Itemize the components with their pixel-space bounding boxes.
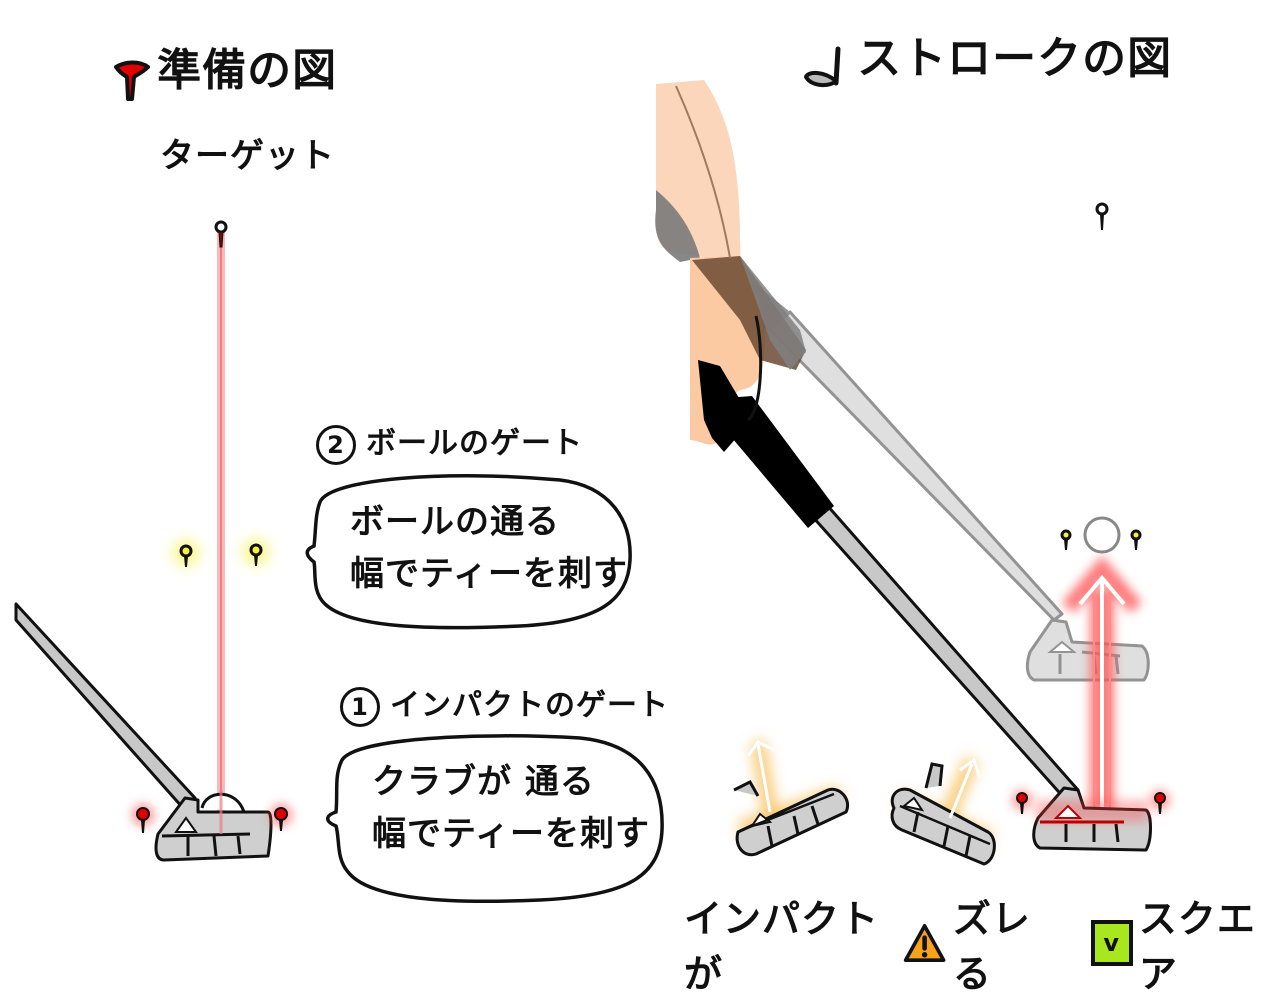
stroke-title-text: ストロークの図	[857, 33, 1173, 84]
step-2-badge: 2	[316, 424, 356, 465]
ball-gate-tee-right-stroke-left-icon	[1060, 529, 1072, 550]
ghost-ball-icon	[1083, 516, 1121, 554]
illustration-canvas	[14, 80, 1170, 904]
legend-good-label: スクエア	[1138, 897, 1256, 996]
target-tee-icon	[214, 220, 228, 248]
impact-gate-bubble	[326, 734, 664, 904]
ball-gate-heading: 2 ボールのゲート	[316, 418, 583, 465]
ball-gate-line-2: 幅でティーを刺す	[350, 554, 628, 594]
setup-title: 準備の図	[112, 34, 337, 103]
impact-gate-tee-stroke-left-icon	[1012, 790, 1032, 814]
impact-gate-heading: 1 インパクトのゲート	[340, 680, 669, 727]
impact-gate-tee-stroke-right-icon	[1150, 790, 1170, 814]
ball-gate-bubble-text: ボールの通る 幅でティーを刺す	[350, 496, 628, 600]
square-direction-arrow-icon	[1061, 555, 1143, 810]
ball-gate-bubble	[305, 474, 632, 630]
closed-face-putter-icon	[890, 757, 996, 866]
warning-icon	[903, 924, 946, 962]
impact-gate-line-1: クラブが 通る	[372, 762, 595, 802]
legend-bad-prefix: インパクトが	[684, 897, 880, 996]
check-mark: v	[1103, 929, 1121, 957]
stroke-title: ストロークの図	[800, 22, 1172, 93]
legend: インパクトが ズレる v スクエア	[684, 888, 1280, 998]
impact-gate-tee-right-icon	[270, 804, 292, 831]
impact-gate-line-2: 幅でティーを刺す	[372, 814, 650, 854]
ball-gate-tee-right-stroke-right-icon	[1130, 529, 1142, 550]
hands-grip-icon	[655, 80, 806, 452]
setup-putter-icon	[14, 602, 273, 862]
ball-gate-tee-right-icon	[243, 539, 269, 566]
impact-gate-label: インパクトのゲート	[390, 688, 669, 723]
ball-gate-label: ボールのゲート	[366, 426, 583, 461]
ball-gate-line-1: ボールの通る	[350, 502, 560, 542]
open-face-putter-icon	[733, 740, 849, 857]
step-1-badge: 1	[340, 686, 380, 727]
legend-bad-suffix: ズレる	[952, 897, 1031, 996]
ball-gate-tee-left-icon	[173, 540, 199, 567]
setup-title-text: 準備の図	[157, 45, 338, 96]
tee-icon	[114, 60, 150, 101]
stroke-target-tee-icon	[1095, 202, 1109, 230]
putter-icon	[804, 46, 841, 87]
check-icon: v	[1090, 920, 1133, 966]
target-label: ターゲット	[160, 136, 335, 176]
impact-gate-bubble-text: クラブが 通る 幅でティーを刺す	[372, 756, 650, 860]
impact-gate-tee-left-icon	[132, 804, 154, 833]
